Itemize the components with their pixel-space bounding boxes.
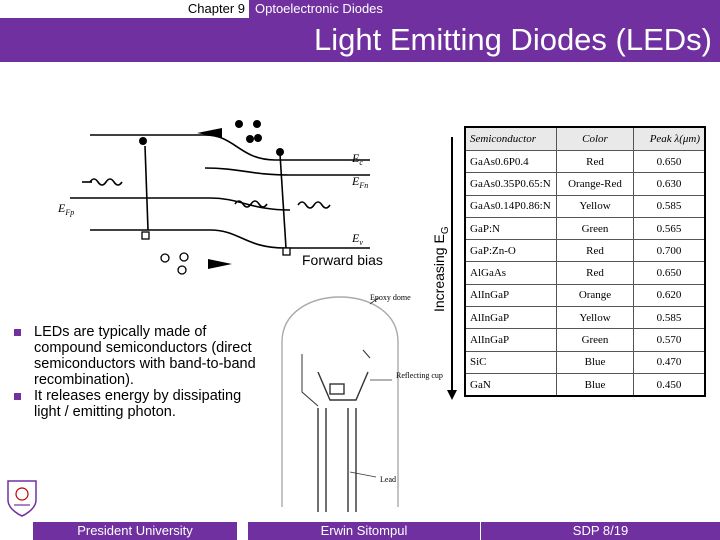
section-label: Optoelectronic Diodes <box>249 0 720 18</box>
slide-title: Light Emitting Diodes (LEDs) <box>314 22 712 57</box>
table-cell: Yellow <box>556 306 634 330</box>
svg-text:EFp: EFp <box>57 201 74 217</box>
footer-right: SDP 8/19 <box>481 522 720 540</box>
forward-bias-caption: Forward bias <box>302 252 383 268</box>
svg-text:EFn: EFn <box>351 174 368 190</box>
increasing-eg-arrow <box>447 137 457 400</box>
svg-text:Reflecting cup: Reflecting cup <box>396 371 443 380</box>
table-cell: Blue <box>556 372 634 397</box>
table-cell: GaAs0.14P0.86:N <box>464 194 557 218</box>
table-cell: AlGaAs <box>464 261 557 285</box>
table-cell: GaN <box>464 372 557 397</box>
table-cell: 0.585 <box>633 194 706 218</box>
table-cell: 0.630 <box>633 172 706 196</box>
col-header: Color <box>556 126 634 151</box>
table-cell: Yellow <box>556 194 634 218</box>
svg-text:Epoxy dome: Epoxy dome <box>370 293 411 302</box>
table-cell: SiC <box>464 350 557 374</box>
table-cell: AlInGaP <box>464 328 557 352</box>
bullet-square-icon <box>14 329 21 336</box>
table-cell: 0.570 <box>633 328 706 352</box>
table-cell: Orange-Red <box>556 172 634 196</box>
table-cell: AlInGaP <box>464 306 557 330</box>
table-cell: 0.650 <box>633 149 706 174</box>
increasing-eg-label: Increasing EG <box>431 226 451 312</box>
table-cell: GaAs0.35P0.65:N <box>464 172 557 196</box>
table-header-row: Semiconductor Color Peak λ(μm) <box>464 126 706 151</box>
fermi-n-line <box>204 167 370 176</box>
bullet-square-icon <box>14 393 21 400</box>
title-bar <box>0 18 720 62</box>
bullet-item: LEDs are typically made of compound semi… <box>14 324 264 388</box>
table-cell: Orange <box>556 283 634 308</box>
table-cell: 0.620 <box>633 283 706 308</box>
photon-wave-3 <box>297 201 331 209</box>
photon-wave-2 <box>234 200 268 208</box>
table-cell: 0.565 <box>633 216 706 241</box>
table-cell: 0.700 <box>633 239 706 263</box>
table-cell: Red <box>556 149 634 174</box>
fermi-p-line <box>70 197 291 211</box>
table-cell: Blue <box>556 350 634 374</box>
footer-left: President University <box>33 522 237 540</box>
table-cell: Red <box>556 261 634 285</box>
svg-text:Ev: Ev <box>351 231 363 247</box>
footer-center: Erwin Sitompul <box>248 522 480 540</box>
table-cell: Green <box>556 216 634 241</box>
table-cell: Red <box>556 239 634 263</box>
chapter-label: Chapter 9 <box>168 0 245 18</box>
epoxy-dome <box>281 296 399 507</box>
band-diagram-particles <box>139 120 284 269</box>
led-labels: Epoxy dome Reflecting cup Lead <box>370 293 443 484</box>
conduction-band-line <box>90 134 370 161</box>
table-cell: GaAs0.6P0.4 <box>464 149 557 174</box>
table-cell: GaP:N <box>464 216 557 241</box>
col-header: Semiconductor <box>464 126 557 151</box>
band-labels: Ec EFn EFp Ev <box>57 151 368 247</box>
table-cell: GaP:Zn-O <box>464 239 557 263</box>
valence-band-line <box>90 229 370 249</box>
university-logo-icon <box>7 480 37 517</box>
table-cell: 0.470 <box>633 350 706 374</box>
table-cell: Green <box>556 328 634 352</box>
bullet-list: LEDs are typically made of compound semi… <box>14 324 264 420</box>
table-cell: 0.650 <box>633 261 706 285</box>
svg-text:Ec: Ec <box>351 151 363 167</box>
table-cell: AlInGaP <box>464 283 557 308</box>
bullet-item: It releases energy by dissipating light … <box>14 388 264 420</box>
col-header: Peak λ(μm) <box>633 126 706 151</box>
table-cell: 0.585 <box>633 306 706 330</box>
diagram-area: Ec EFn EFp Ev Epoxy dome Reflecting cup … <box>57 120 457 512</box>
led-schematic <box>281 296 399 512</box>
reflecting-cup <box>317 371 369 401</box>
holes <box>141 231 291 275</box>
table-cell: 0.450 <box>633 372 706 397</box>
band-diagram <box>70 134 370 249</box>
top-bar: Chapter 9 Optoelectronic Diodes <box>0 0 720 18</box>
svg-text:Lead: Lead <box>380 475 396 484</box>
photon-wave-1 <box>89 178 123 186</box>
semiconductor-table: Semiconductor Color Peak λ(μm) GaAs0.6P0… <box>464 126 706 398</box>
